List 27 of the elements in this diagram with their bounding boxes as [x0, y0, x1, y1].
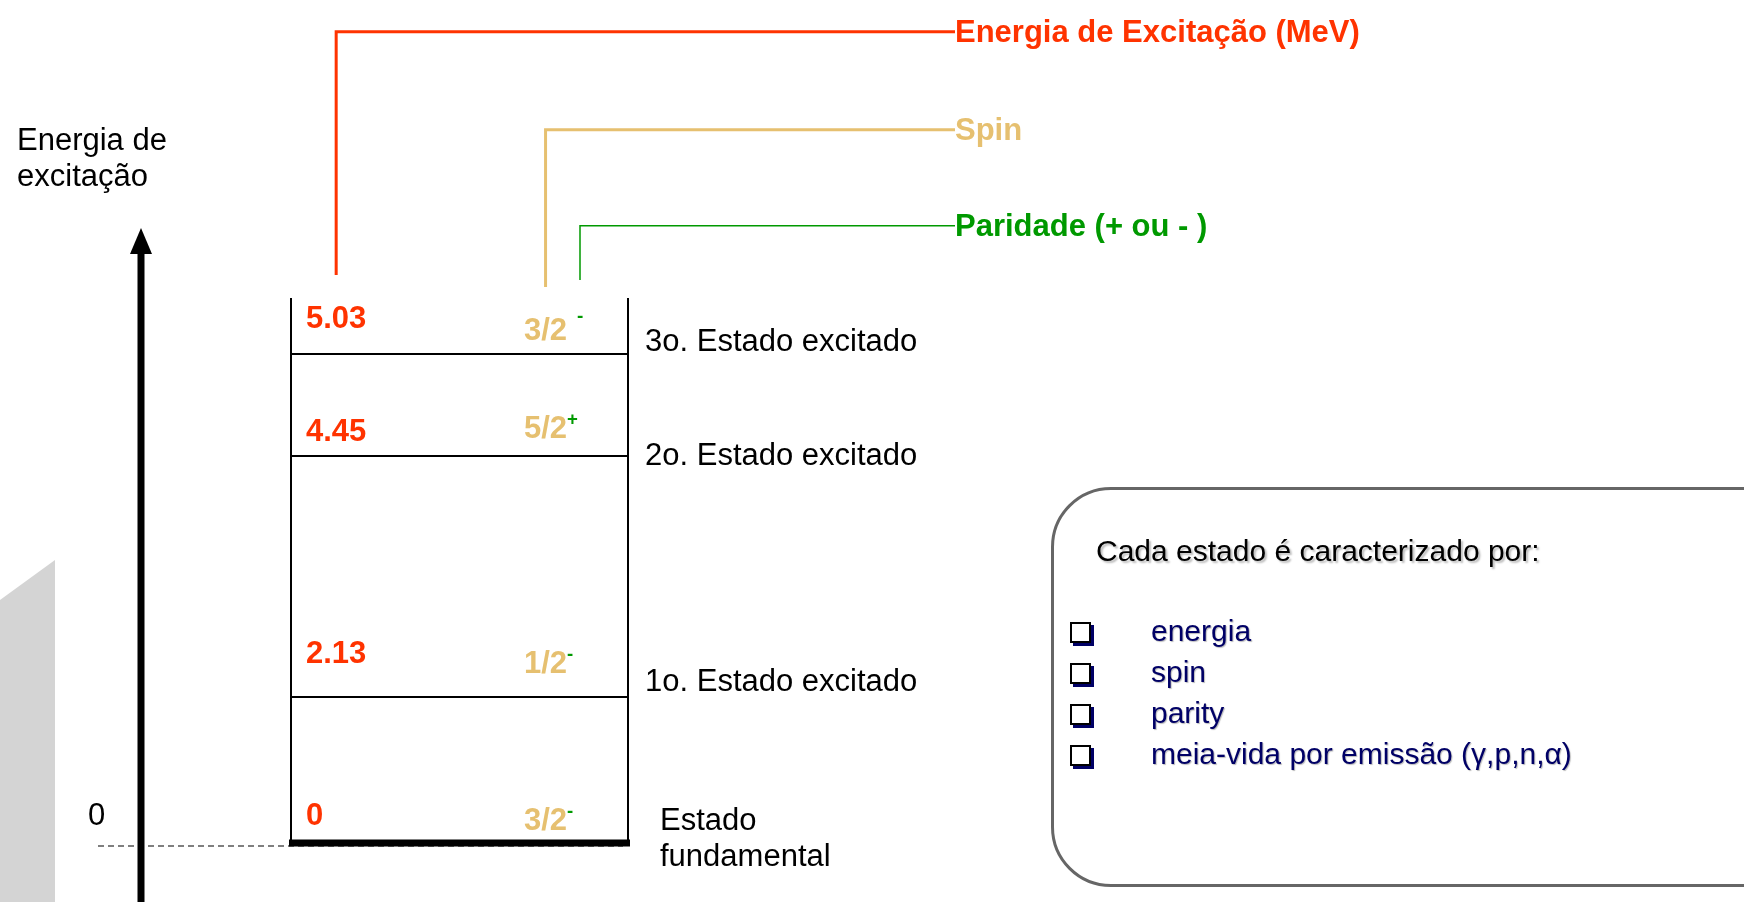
list-item: spin	[1151, 655, 1207, 689]
list-item: parity	[1151, 696, 1225, 730]
parity-sign: -	[577, 305, 584, 327]
info-panel	[1051, 487, 1744, 887]
spin-parity-value: 1/2$^{-}$	[524, 645, 574, 681]
spin-parity-value: 3/2$^{-}$	[524, 802, 574, 838]
heading-label: Paridade (+ ou - )	[955, 208, 1208, 244]
energy-value: 4.45	[306, 413, 367, 449]
heading-label: Spin	[955, 112, 1023, 148]
panel-heading: Cada estado é caracterizado por:	[1096, 534, 1540, 568]
level-name: 1o. Estado excitado	[645, 663, 918, 699]
heading-label: Energia de Excitação (MeV)	[955, 14, 1360, 50]
axis-label: Energia de excitação	[17, 122, 168, 194]
energy-value: 5.03	[306, 300, 367, 336]
spin-parity-value: 5/2$^{+}$	[524, 410, 578, 446]
leader-line	[579, 225, 956, 281]
level-name: Estado fundamental	[660, 802, 832, 874]
leader-line	[334, 30, 955, 275]
level-name: 3o. Estado excitado	[645, 323, 918, 359]
energy-value: 0	[306, 797, 324, 833]
axis-tick-label: 0	[88, 797, 106, 833]
leader-line	[544, 128, 955, 287]
list-item: energia	[1151, 614, 1252, 648]
list-item: meia-vida por emissão (γ,p,n,α)	[1151, 737, 1572, 771]
level-name: 2o. Estado excitado	[645, 437, 918, 473]
energy-value: 2.13	[306, 635, 367, 671]
spin-value: 3/2	[524, 312, 568, 348]
